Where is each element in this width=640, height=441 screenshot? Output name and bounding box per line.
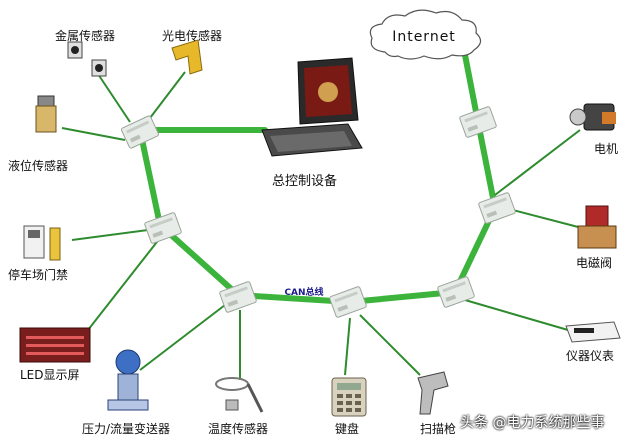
metal-sensor-icon (68, 42, 106, 76)
label-solenoid-valve: 电磁阀 (576, 254, 612, 271)
label-scanner: 扫描枪 (420, 420, 456, 437)
instrument-icon (566, 322, 620, 342)
laptop-icon (262, 58, 362, 156)
barcode-scanner-icon (418, 372, 448, 414)
link-level-sensor (62, 128, 125, 140)
temperature-sensor-icon (216, 378, 262, 412)
can-node-1 (121, 115, 159, 148)
label-photo-sensor: 光电传感器 (162, 27, 222, 44)
link-photo-sensor (150, 72, 185, 118)
label-keyboard: 键盘 (335, 420, 359, 437)
link-led (88, 238, 160, 330)
link-valve (505, 208, 582, 228)
led-display-icon (20, 328, 90, 362)
can-bus-label: CAN总线 (284, 286, 323, 298)
can-node-5 (437, 276, 475, 308)
label-main-control: 总控制设备 (272, 170, 337, 189)
internet-label: Internet (392, 29, 456, 45)
bus-segment-right (455, 55, 495, 292)
link-keyboard (345, 318, 350, 375)
label-metal-sensor: 金属传感器 (55, 27, 115, 44)
link-instrument (465, 300, 568, 330)
link-scanner (360, 315, 420, 375)
can-node-4 (329, 286, 367, 318)
pressure-transmitter-icon (108, 350, 148, 410)
solenoid-valve-icon (578, 206, 616, 248)
label-level-sensor: 液位传感器 (8, 157, 68, 174)
label-pressure-flow: 压力/流量变送器 (82, 420, 170, 437)
link-pressure (140, 305, 225, 370)
internet-cloud: Internet (370, 10, 480, 59)
link-motor (495, 130, 580, 195)
label-parking-access: 停车场门禁 (8, 266, 68, 283)
link-parking (72, 230, 148, 240)
label-instrument: 仪器仪表 (566, 347, 614, 364)
parking-gate-icon (24, 226, 60, 260)
photo-sensor-icon (172, 40, 202, 74)
can-node-7 (459, 106, 497, 138)
watermark: 头条 @电力系统那些事 (460, 412, 604, 432)
can-node-6 (478, 192, 516, 224)
label-led-display: LED显示屏 (20, 366, 80, 383)
label-motor: 电机 (594, 140, 618, 157)
bus-segment-left (140, 130, 238, 295)
level-sensor-icon (36, 96, 56, 132)
label-temp-sensor: 温度传感器 (208, 420, 268, 437)
motor-icon (570, 104, 616, 130)
keyboard-icon (332, 378, 366, 416)
